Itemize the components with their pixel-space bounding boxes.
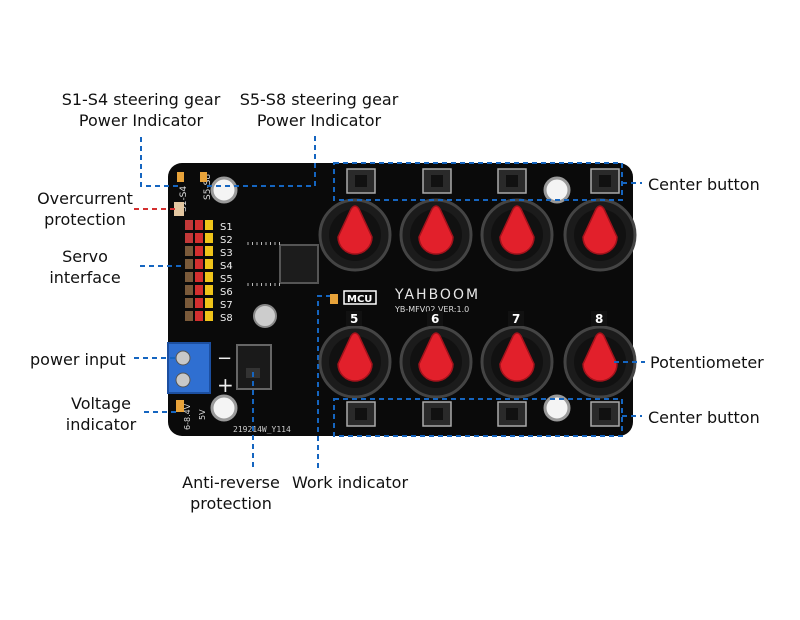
knob-number: 8	[595, 312, 603, 326]
potentiometer-knob	[480, 198, 554, 272]
servo-pin-label: S3	[220, 248, 233, 259]
potentiometer-knob	[399, 198, 473, 272]
work-indicator-label: Work indicator	[292, 473, 409, 492]
s5-s8-indicator-led	[200, 172, 207, 182]
servo-pin	[185, 285, 193, 295]
power-terminal	[167, 342, 211, 394]
potentiometer-knob	[399, 325, 473, 399]
servo-pin	[195, 272, 203, 282]
servo-pin	[195, 233, 203, 243]
servo-pin	[205, 311, 213, 321]
overcurrent-fuse	[174, 202, 184, 216]
potentiometer-knobs	[318, 198, 637, 399]
servo-pin	[185, 272, 193, 282]
servo-pin	[205, 233, 213, 243]
voltage-led	[176, 400, 184, 412]
potentiometer-label: Potentiometer	[650, 353, 764, 372]
tact-button	[590, 168, 620, 194]
knob-number: 5	[350, 312, 358, 326]
plus-sign: +	[217, 373, 234, 397]
model-text: YB-MFV02 VER:1.0	[394, 305, 469, 314]
tact-buttons	[346, 168, 620, 427]
servo-pin-label: S2	[220, 235, 233, 246]
knob-number: 7	[512, 312, 520, 326]
servo-pin	[185, 259, 193, 269]
callout-lines	[134, 136, 645, 468]
servo-pin	[185, 246, 193, 256]
servo-pin	[205, 285, 213, 295]
servo-pin	[185, 233, 193, 243]
tact-button	[497, 401, 527, 427]
power-input-label: power input	[30, 350, 126, 369]
servo-pin	[185, 220, 193, 230]
servo-pin-label: S8	[220, 313, 233, 324]
servo-pin	[205, 220, 213, 230]
servo-pin	[205, 298, 213, 308]
servo-pin	[205, 246, 213, 256]
mcu-pins	[247, 242, 280, 286]
tact-button	[590, 401, 620, 427]
potentiometer-knob	[318, 325, 392, 399]
mcu-chip	[279, 244, 319, 284]
potentiometer-knob	[563, 198, 637, 272]
minus-sign: −	[217, 348, 232, 369]
servo-pin-label: S5	[220, 274, 233, 285]
capacitor	[253, 304, 277, 328]
servo-pin	[205, 259, 213, 269]
s5-s8-label: S5-S8 steering gear Power Indicator	[239, 90, 399, 130]
tact-button	[497, 168, 527, 194]
tact-button	[346, 168, 376, 194]
servo-pin	[185, 311, 193, 321]
servo-pin-label: S6	[220, 287, 233, 298]
knob-number: 6	[431, 312, 439, 326]
tact-button	[346, 401, 376, 427]
potentiometer-knob	[480, 325, 554, 399]
tact-button	[422, 401, 452, 427]
s1-s4-indicator-led	[177, 172, 184, 182]
tact-button	[422, 168, 452, 194]
center-button-top-label: Center button	[648, 175, 760, 194]
center-button-bottom-label: Center button	[648, 408, 760, 427]
servo-interface-label: Servo interface	[49, 247, 121, 287]
potentiometer-knob	[563, 325, 637, 399]
top-buttons-callout-box	[333, 162, 623, 201]
overcurrent-label: Overcurrent protection	[37, 189, 133, 229]
servo-pin-label: S7	[220, 300, 233, 311]
servo-pin	[195, 259, 203, 269]
work-indicator-led	[330, 294, 338, 304]
silk-5v: 5V	[198, 409, 207, 420]
voltage-indicator-label: Voltage indicator	[65, 394, 137, 434]
servo-pin	[195, 298, 203, 308]
serial-text: 219214W_Y114	[233, 425, 291, 434]
anti-reverse-label: Anti-reverse protection	[182, 473, 280, 513]
silk-s1-s4: S1-S4	[179, 186, 189, 212]
servo-pin	[195, 246, 203, 256]
silk-voltage: 6-8.4V	[183, 403, 192, 430]
servo-pin-label: S4	[220, 261, 233, 272]
servo-pin	[205, 272, 213, 282]
bottom-buttons-callout-box	[333, 398, 623, 437]
brand-logo: YAHBOOM	[394, 287, 480, 303]
servo-pin	[195, 220, 203, 230]
s1-s4-label: S1-S4 steering gear Power Indicator	[61, 90, 221, 130]
mounting-holes	[210, 176, 571, 422]
servo-pin-label: S1	[220, 222, 233, 233]
potentiometer-knob	[318, 198, 392, 272]
knob-number-labels: 5 6 7 8	[346, 311, 607, 326]
servo-header	[185, 220, 213, 321]
servo-pin	[195, 311, 203, 321]
servo-pin	[185, 298, 193, 308]
servo-pin	[195, 285, 203, 295]
mcu-label: MCU	[347, 294, 372, 305]
